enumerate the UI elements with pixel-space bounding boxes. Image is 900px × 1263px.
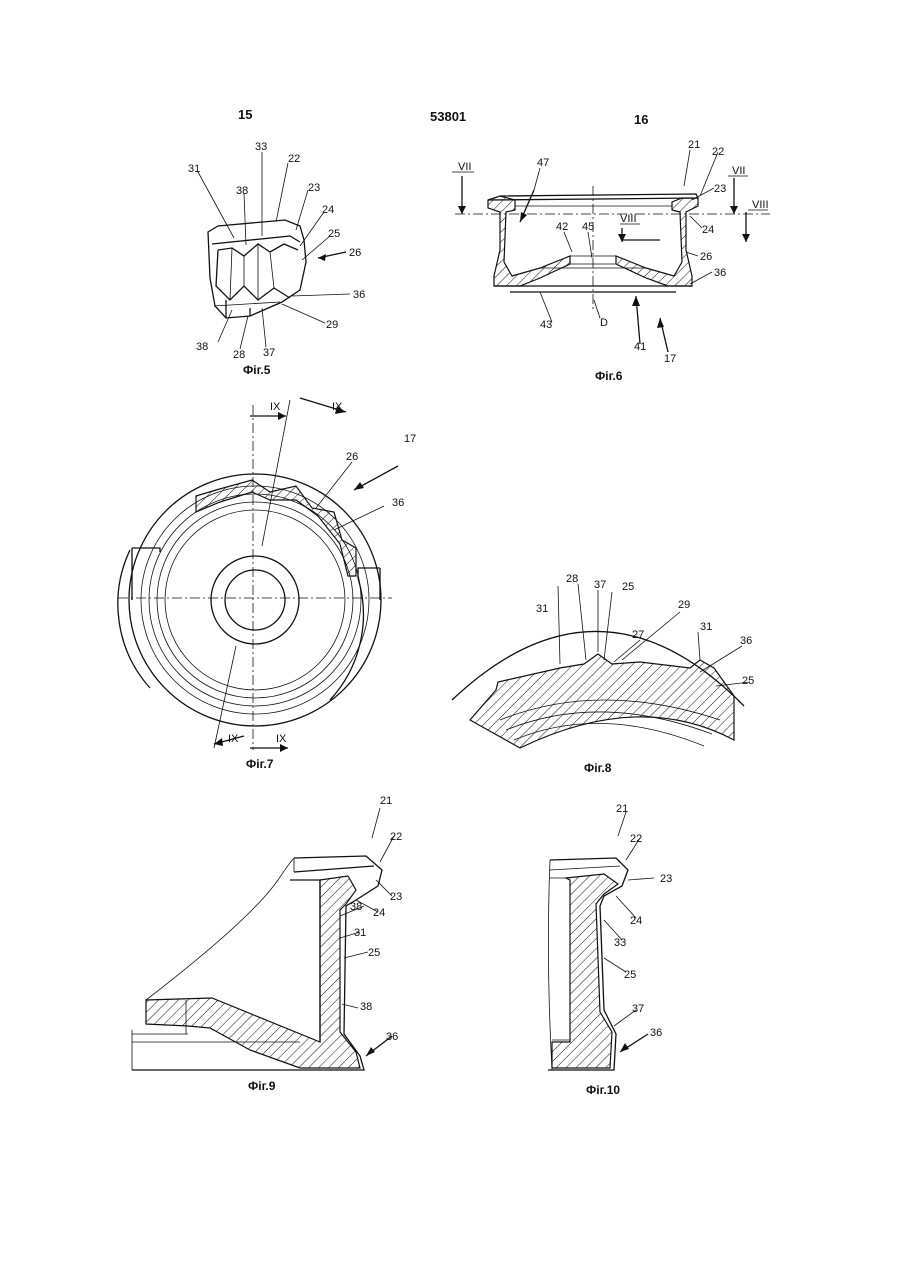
label: 33 [614,937,626,949]
label: 24 [373,907,385,919]
label: 38 [236,185,248,197]
label: 36 [740,635,752,647]
figure-caption: Фіг.7 [246,757,274,771]
figure-caption: Фіг.6 [595,369,623,383]
section-mark: VII [458,161,471,173]
label: 28 [566,573,578,585]
label: 24 [630,915,642,927]
label: 45 [582,221,594,233]
label: 42 [556,221,568,233]
section-mark: VIII [752,199,769,211]
label: 29 [326,319,338,331]
label: 26 [346,451,358,463]
label: 22 [712,146,724,158]
label: 25 [328,228,340,240]
label: 24 [702,224,714,236]
label: 22 [390,831,402,843]
label: 28 [233,349,245,361]
label: 25 [368,947,380,959]
label: 38 [360,1001,372,1013]
figure-caption: Фіг.10 [586,1083,620,1097]
label: 37 [263,347,275,359]
label: 21 [688,139,700,151]
label: 21 [380,795,392,807]
label: 23 [660,873,672,885]
label: 17 [404,433,416,445]
label: 22 [630,833,642,845]
label: 43 [540,319,552,331]
document-number: 53801 [430,109,466,124]
label: 25 [622,581,634,593]
section-mark: IX [276,733,287,745]
section-mark: IX [332,401,343,413]
right-page-number: 16 [634,112,648,127]
figure-10: 21 22 23 24 33 25 37 36 Фіг.10 [548,803,672,1097]
label: 31 [536,603,548,615]
label: 38 [196,341,208,353]
label: 17 [664,353,676,365]
label: 38 [350,901,362,913]
label: 37 [632,1003,644,1015]
label: 24 [322,204,334,216]
label: 36 [714,267,726,279]
label: 21 [616,803,628,815]
label: 26 [700,251,712,263]
label: 31 [700,621,712,633]
label: 26 [349,247,361,259]
figure-caption: Фіг.8 [584,761,612,775]
label: 25 [624,969,636,981]
figure-7: IX IX 17 26 36 IX IX Фіг.7 [118,398,416,771]
label: 36 [353,289,365,301]
label: 27 [632,629,644,641]
figure-8: 28 37 25 27 29 31 31 36 25 Фіг.8 [452,573,754,775]
label: 36 [650,1027,662,1039]
figure-9: 21 22 23 24 38 31 25 38 36 Фіг.9 [132,795,402,1093]
label: 23 [390,891,402,903]
label: 33 [255,141,267,153]
figure-caption: Фіг.5 [243,363,271,377]
label: 36 [386,1031,398,1043]
label: 29 [678,599,690,611]
figure-5: 31 33 22 38 23 24 25 26 36 29 38 28 37 Ф… [188,141,365,377]
label: D [600,317,608,329]
label: 22 [288,153,300,165]
label: 23 [714,183,726,195]
label: 25 [742,675,754,687]
label: 23 [308,182,320,194]
label: 41 [634,341,646,353]
label: 37 [594,579,606,591]
left-page-number: 15 [238,107,252,122]
label: 31 [354,927,366,939]
figure-caption: Фіг.9 [248,1079,276,1093]
label: 36 [392,497,404,509]
section-mark: IX [270,401,281,413]
label: 31 [188,163,200,175]
section-mark: IX [228,733,239,745]
figure-6: 21 22 47 VII 23 VII VIII 42 45 VIII 24 2… [452,139,770,383]
label: 47 [537,157,549,169]
section-mark: VII [732,165,745,177]
section-mark: VIII [620,213,637,225]
